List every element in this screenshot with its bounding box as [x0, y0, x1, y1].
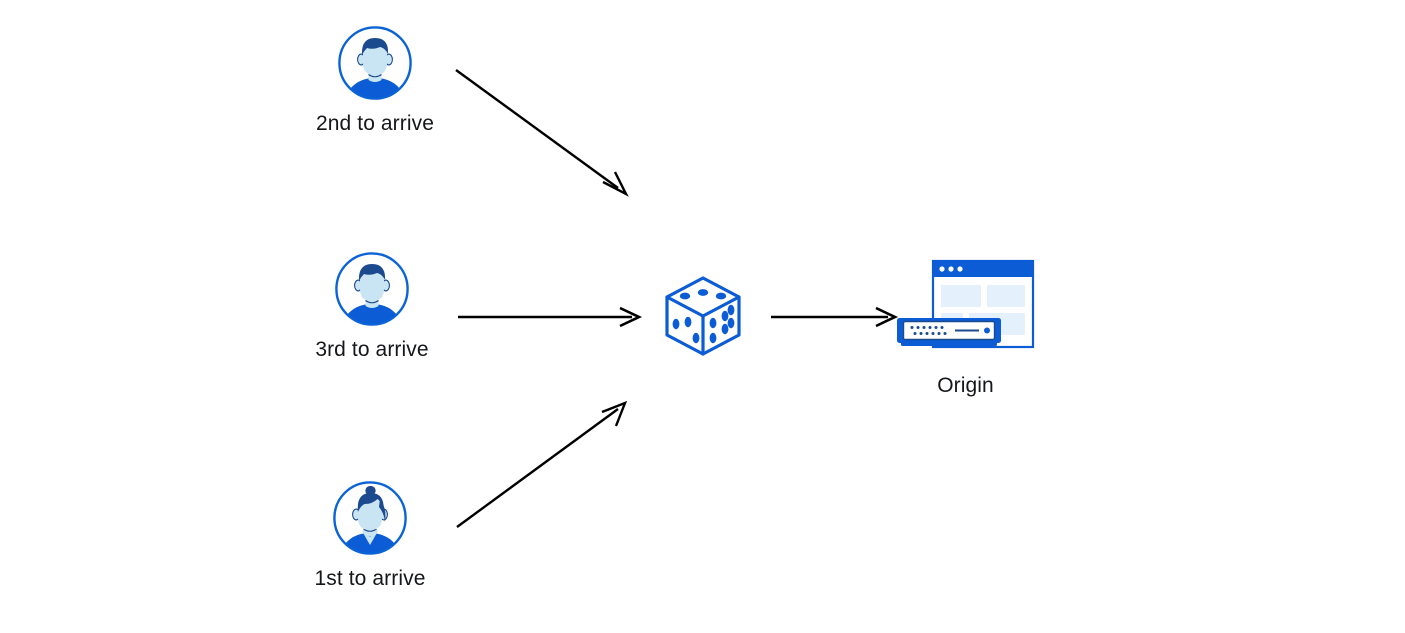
origin-server-browser-icon: [893, 255, 1038, 360]
random-selector-node: [655, 268, 751, 374]
user-avatar-short-hair-icon: [333, 250, 411, 328]
edge-2nd-to-dice: [455, 69, 629, 197]
content-block: [987, 285, 1025, 307]
client-node-3rd-label: 3rd to arrive: [315, 338, 429, 361]
browser-dot: [957, 266, 963, 272]
edge-3rd-to-dice: [458, 306, 643, 328]
client-node-3rd: 3rd to arrive: [287, 250, 457, 362]
dice-top-pips: [679, 289, 727, 300]
client-node-1st: 1st to arrive: [285, 479, 455, 591]
browser-dot: [939, 266, 945, 272]
server-device-icon: [897, 318, 1001, 346]
dice-icon: [655, 268, 751, 364]
client-node-2nd-label: 2nd to arrive: [315, 112, 435, 135]
content-block: [941, 285, 981, 307]
edge-1st-to-dice: [456, 400, 628, 528]
origin-node: Origin: [893, 255, 1038, 398]
client-node-1st-label: 1st to arrive: [314, 567, 426, 590]
dice-left-pips: [672, 316, 700, 344]
dice-right-pips: [709, 304, 735, 344]
user-avatar-short-hair-icon: [336, 24, 414, 102]
server-led: [984, 327, 990, 334]
origin-node-label: Origin: [937, 374, 994, 397]
edge-dice-to-origin: [771, 306, 899, 328]
user-avatar-bun-hair-icon: [331, 479, 409, 557]
browser-dot: [948, 266, 954, 272]
client-node-2nd: 2nd to arrive: [290, 24, 460, 136]
server-vent-dots: [910, 326, 947, 335]
